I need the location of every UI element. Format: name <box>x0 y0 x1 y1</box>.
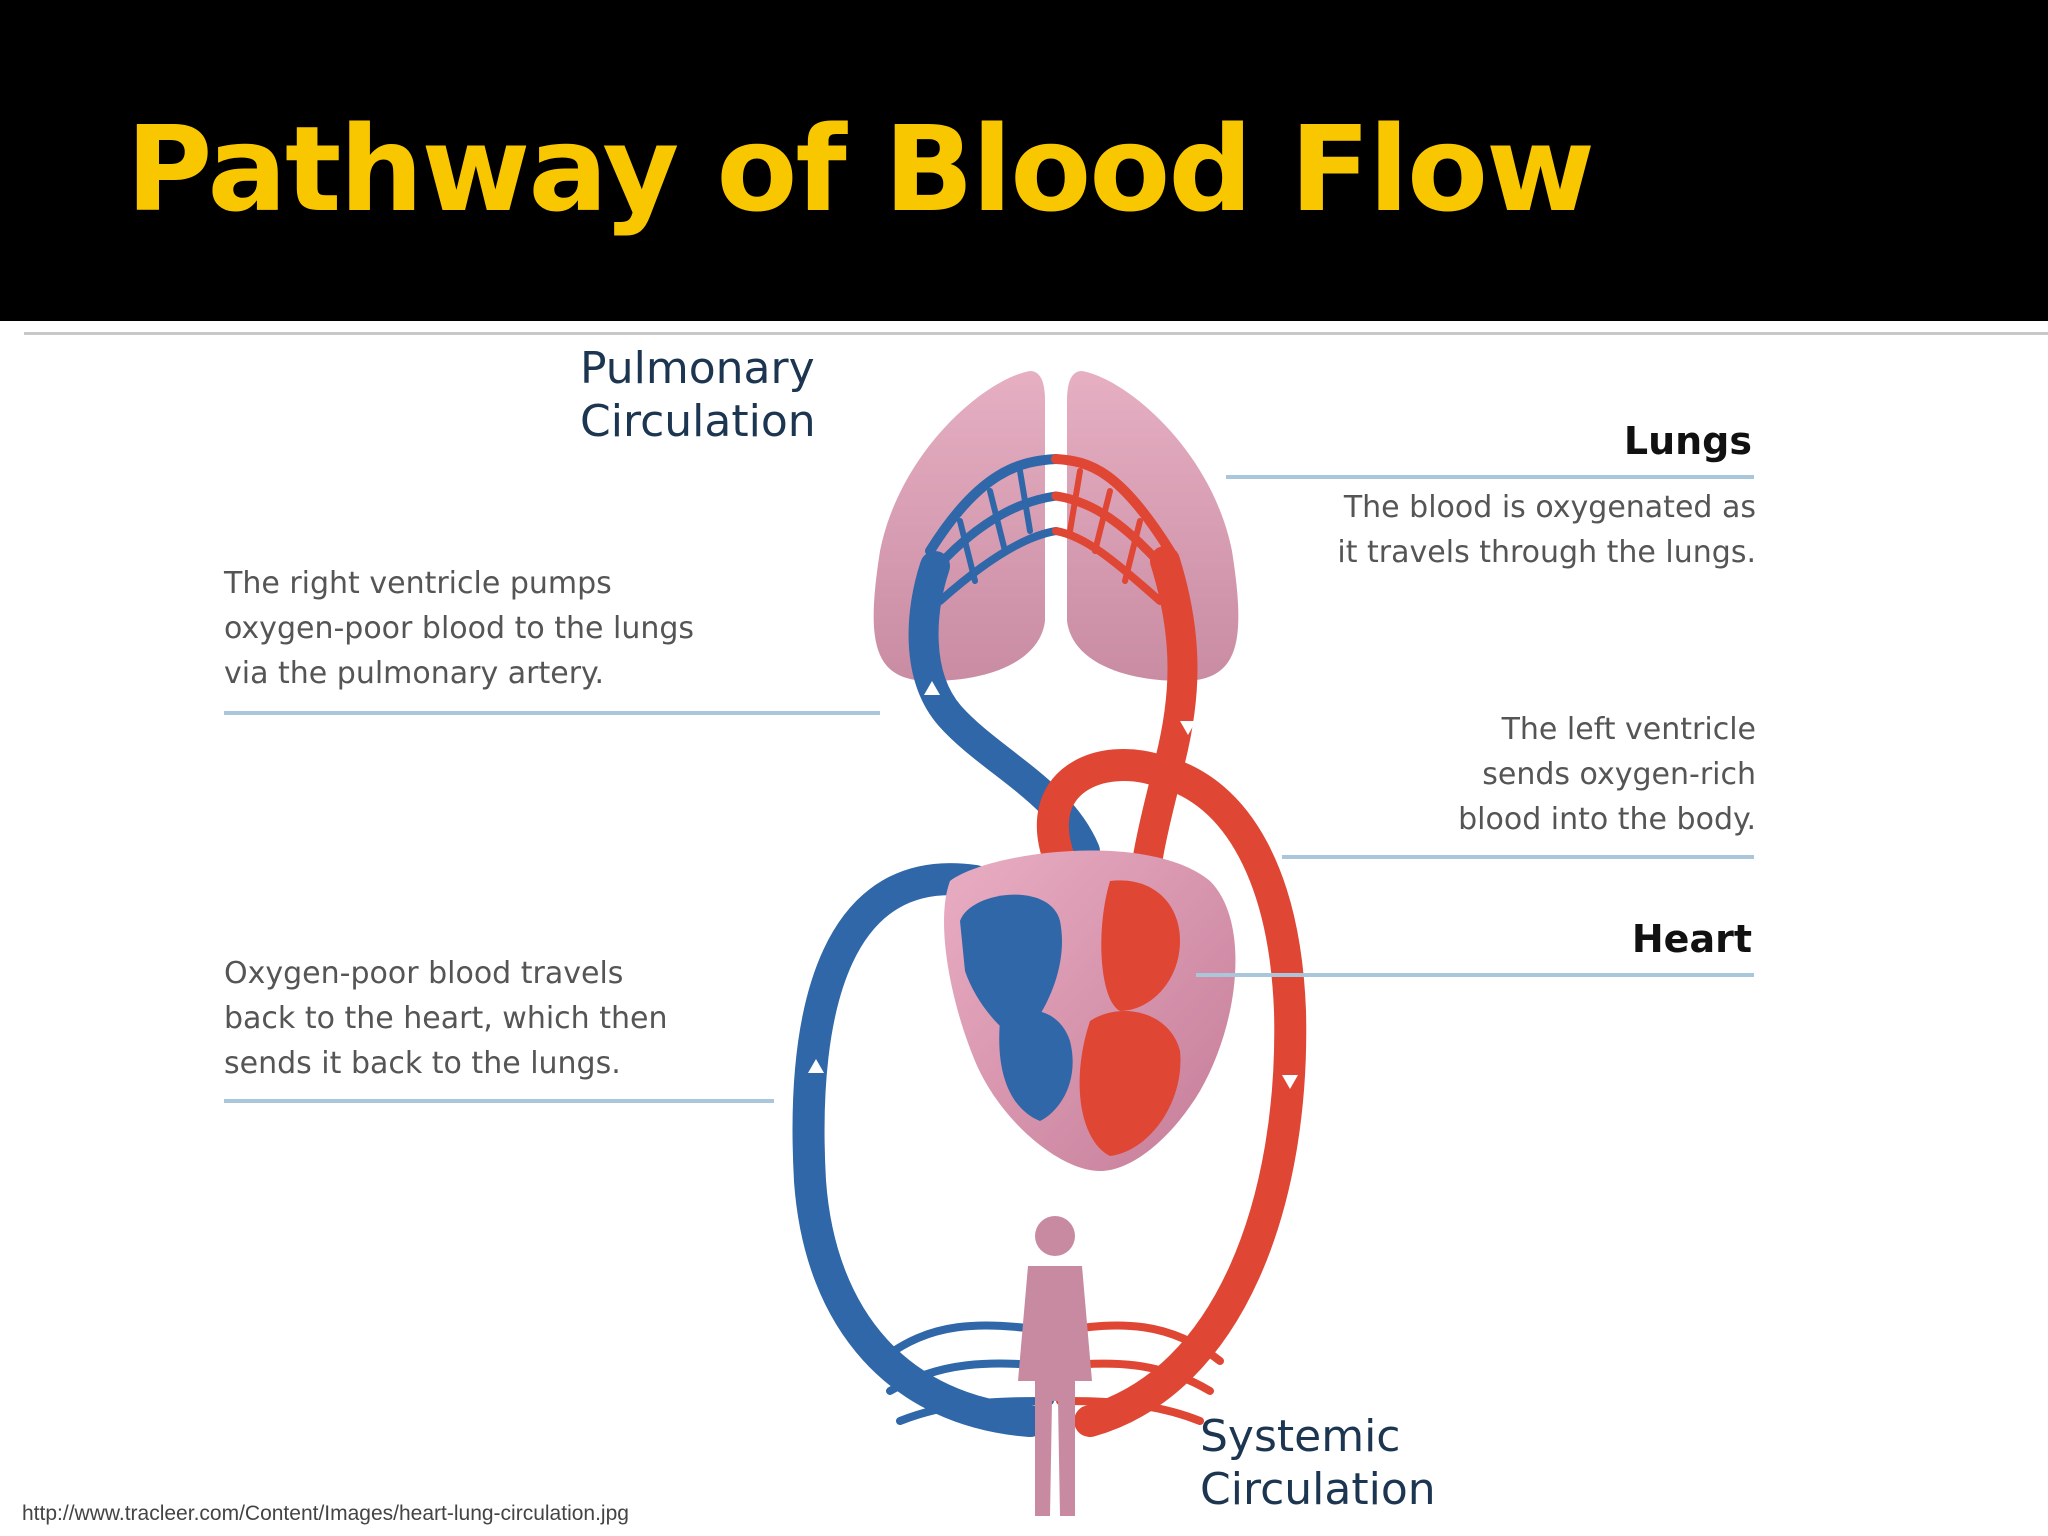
circulation-illustration <box>792 371 1307 1516</box>
slide-title: Pathway of Blood Flow <box>126 100 1595 238</box>
return-flow-callout-line <box>224 1099 774 1103</box>
lungs-callout-text: The blood is oxygenated as it travels th… <box>1337 490 1756 570</box>
right-ventricle-callout-text: The right ventricle pumps oxygen-poor bl… <box>224 566 695 691</box>
aorta <box>1037 749 1307 1437</box>
heart-callout-line <box>1196 973 1754 977</box>
slide-header: Pathway of Blood Flow <box>0 0 2048 321</box>
heart-callout-title: Heart <box>1631 917 1752 961</box>
lungs-callout-title: Lungs <box>1623 419 1752 463</box>
left-ventricle-callout-text: The left ventricle sends oxygen-rich blo… <box>1458 712 1756 837</box>
lungs-callout-line <box>1226 475 1754 479</box>
right-ventricle-callout-line <box>224 711 880 715</box>
flow-arrows <box>808 681 1298 1089</box>
heart-icon <box>944 850 1236 1171</box>
left-ventricle-callout-line <box>1282 855 1754 859</box>
pulmonary-circulation-label: Pulmonary Circulation <box>580 343 816 447</box>
systemic-vein <box>792 863 1046 1437</box>
header-divider <box>24 332 2048 335</box>
circulation-diagram: Pulmonary Circulation Systemic Circulati… <box>0 321 2048 1536</box>
systemic-circulation-label: Systemic Circulation <box>1200 1411 1436 1515</box>
human-figure-icon <box>1018 1216 1092 1516</box>
image-source-url: http://www.tracleer.com/Content/Images/h… <box>22 1502 629 1525</box>
return-flow-callout-text: Oxygen-poor blood travels back to the he… <box>224 956 668 1081</box>
